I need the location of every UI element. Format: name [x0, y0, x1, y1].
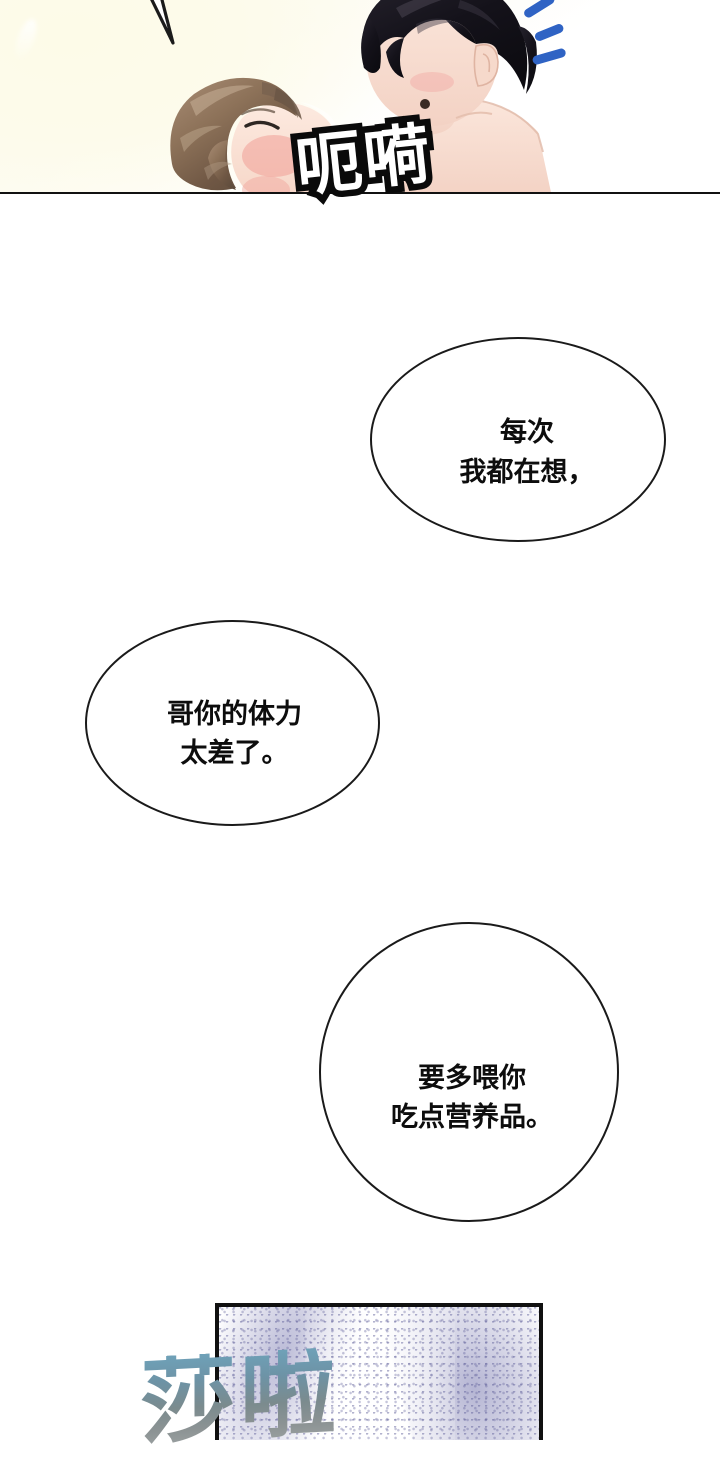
speech-bubble-tail-icon — [150, 0, 175, 45]
speech-bubble-2-text: 哥你的体力 太差了。 — [167, 698, 302, 769]
panel-background-tint — [0, 0, 720, 194]
panel-divider-line — [0, 192, 720, 194]
texture-clear-area — [305, 1307, 455, 1440]
panel-artwork-bottom — [215, 1303, 543, 1440]
sound-effect-top-text: 呃嗬 — [286, 109, 442, 213]
panel-artwork-top — [0, 0, 720, 194]
speech-bubble-2: 哥你的体力 太差了。 — [85, 620, 380, 826]
sound-effect-top: 呃嗬 — [286, 109, 442, 213]
texture-grain — [219, 1307, 539, 1440]
sound-effect-bottom: 莎啦 — [140, 1335, 340, 1458]
speech-bubble-3-text: 要多喂你 吃点营养品。 — [391, 1062, 553, 1133]
character-brown-haired — [170, 77, 341, 194]
speech-bubble-3: 要多喂你 吃点营养品。 — [319, 922, 619, 1222]
speech-bubble-1-text: 每次 我都在想， — [459, 417, 595, 488]
character-dark-haired — [361, 0, 552, 194]
speech-bubble-1: 每次 我都在想， — [370, 337, 666, 542]
panel-dialogue: 每次 我都在想， 哥你的体力 太差了。 要多喂你 吃点营养品。 — [0, 195, 720, 1303]
motion-lines-icon — [524, 0, 566, 65]
